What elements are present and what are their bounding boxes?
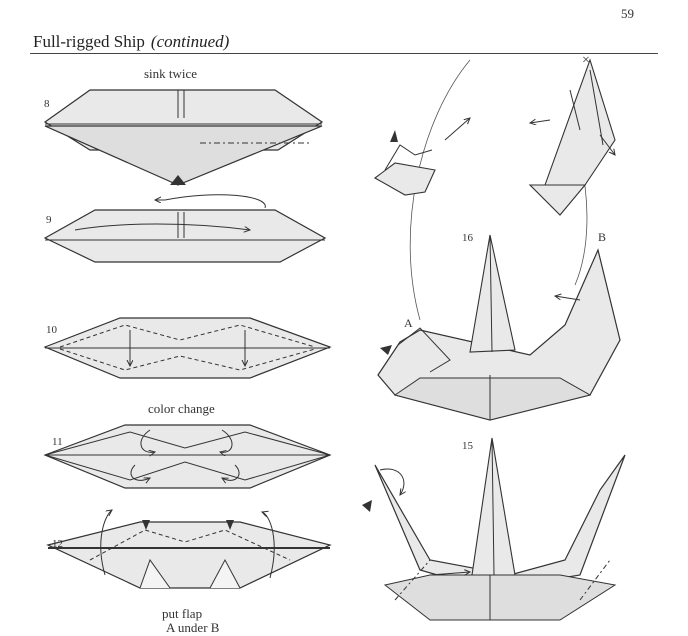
page-title: Full-rigged Ship (continued) [33, 32, 229, 52]
step-number-11: 11 [52, 436, 63, 448]
title-rule [30, 53, 658, 54]
step-12-diagram [46, 510, 332, 589]
point-label-a: A [404, 316, 413, 330]
step-number-12: 12 [52, 538, 63, 550]
step-9-diagram [43, 194, 327, 263]
step-number-8: 8 [44, 98, 50, 110]
step-number-9: 9 [46, 214, 52, 226]
step-number-10: 10 [46, 324, 57, 336]
step-15-diagram [362, 437, 626, 621]
step-16-detail-right [528, 58, 615, 216]
caption-color-change: color change [148, 401, 215, 416]
x-mark: × [582, 53, 590, 68]
caption-put-flap: put flap [162, 606, 203, 621]
caption-put-flap-cont: A under B [166, 620, 220, 635]
title-main: Full-rigged Ship [33, 32, 145, 51]
page-number: 59 [621, 6, 634, 21]
point-label-b: B [598, 230, 607, 244]
step-10-diagram [43, 317, 332, 379]
title-subtitle: (continued) [150, 32, 230, 51]
step-number-16: 16 [462, 232, 473, 244]
step-8-diagram [43, 89, 324, 186]
step-16-detail-left [373, 118, 470, 196]
caption-sink-twice: sink twice [144, 66, 198, 81]
step-number-15: 15 [462, 440, 473, 452]
step-11-diagram [43, 424, 332, 489]
step-16-diagram [377, 234, 621, 421]
